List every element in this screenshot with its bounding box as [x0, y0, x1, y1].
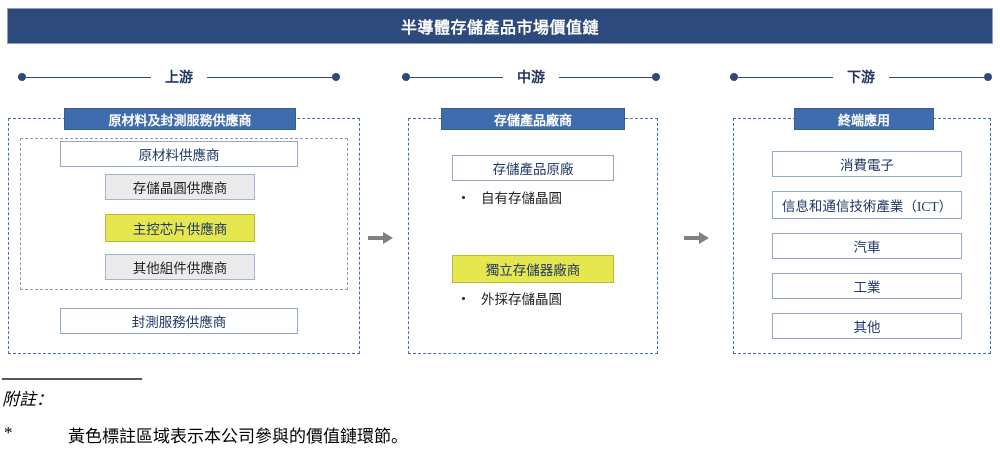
- section-header-downstream: 終端應用: [794, 108, 934, 130]
- box-application-consumer-electronics: 消費電子: [772, 151, 962, 177]
- stage-dot-left-icon: [402, 73, 410, 81]
- stage-line-right: [559, 76, 652, 78]
- section-header-upstream: 原材料及封測服務供應商: [64, 108, 296, 130]
- box-application-label: 工業: [853, 280, 881, 295]
- box-application-label: 其他: [853, 320, 881, 335]
- stage-marker-midstream: 中游: [402, 63, 660, 91]
- stage-dot-left-icon: [730, 73, 738, 81]
- stage-line-left: [410, 76, 503, 78]
- box-controller-ic-supplier: 主控芯片供應商: [105, 214, 255, 242]
- box-memory-oem-maker-label: 存儲產品原廠: [492, 162, 574, 177]
- stage-label-downstream: 下游: [847, 69, 875, 85]
- box-memory-wafer-supplier-label: 存儲晶圓供應商: [132, 181, 228, 196]
- stage-marker-upstream: 上游: [18, 63, 340, 91]
- bullet-sourced-wafer-label: 外採存儲晶圓: [481, 292, 562, 307]
- box-application-label: 消費電子: [840, 158, 894, 173]
- section-header-downstream-label: 終端應用: [837, 112, 890, 128]
- box-independent-memory-maker: 獨立存儲器廠商: [452, 255, 614, 283]
- section-header-upstream-label: 原材料及封測服務供應商: [108, 112, 252, 128]
- box-memory-oem-maker: 存儲產品原廠: [452, 155, 614, 181]
- footnote-marker: *: [4, 423, 13, 442]
- box-application-industrial: 工業: [772, 273, 962, 299]
- box-controller-ic-supplier-label: 主控芯片供應商: [132, 222, 228, 237]
- arrow-right-icon: [368, 232, 393, 244]
- box-raw-material-supplier-label: 原材料供應商: [138, 148, 220, 163]
- chart-title-bar: 半導體存儲產品市場價值鏈: [7, 8, 993, 44]
- upstream-material-group: [20, 138, 348, 290]
- bullet-dot-icon: [462, 296, 465, 300]
- box-application-automotive: 汽車: [772, 233, 962, 259]
- footnote-divider: [2, 378, 142, 380]
- bullet-own-wafer: 自有存儲晶圓: [452, 187, 562, 207]
- footnote-text: 黃色標註區域表示本公司參與的價值鏈環節。: [68, 427, 408, 446]
- box-memory-wafer-supplier: 存儲晶圓供應商: [105, 174, 255, 200]
- section-header-midstream: 存儲產品廠商: [441, 108, 625, 130]
- bullet-sourced-wafer: 外採存儲晶圓: [452, 288, 562, 308]
- box-application-label: 信息和通信技術產業（ICT）: [781, 199, 953, 214]
- stage-line-left: [738, 76, 833, 78]
- bullet-own-wafer-label: 自有存儲晶圓: [481, 191, 562, 206]
- stage-label-upstream: 上游: [165, 69, 193, 85]
- stage-dot-left-icon: [18, 73, 26, 81]
- stage-marker-downstream: 下游: [730, 63, 992, 91]
- stage-dot-right-icon: [984, 73, 992, 81]
- arrow-right-icon: [684, 232, 709, 244]
- footnote-heading: 附註：: [2, 390, 53, 409]
- stage-label-midstream: 中游: [517, 69, 545, 85]
- stage-dot-right-icon: [332, 73, 340, 81]
- box-application-ict: 信息和通信技術產業（ICT）: [772, 191, 962, 219]
- box-application-other: 其他: [772, 313, 962, 339]
- box-application-label: 汽車: [853, 240, 881, 255]
- box-other-component-supplier: 其他組件供應商: [105, 254, 255, 280]
- panel-midstream: [408, 118, 658, 354]
- box-packaging-test-supplier: 封測服務供應商: [60, 308, 298, 334]
- bullet-dot-icon: [462, 195, 465, 199]
- stage-line-left: [26, 76, 151, 78]
- box-independent-memory-maker-label: 獨立存儲器廠商: [485, 263, 581, 278]
- section-header-midstream-label: 存儲產品廠商: [493, 112, 572, 128]
- stage-line-right: [207, 76, 332, 78]
- stage-dot-right-icon: [652, 73, 660, 81]
- stage-line-right: [889, 76, 984, 78]
- box-packaging-test-supplier-label: 封測服務供應商: [131, 315, 227, 330]
- box-raw-material-supplier: 原材料供應商: [60, 141, 298, 167]
- box-other-component-supplier-label: 其他組件供應商: [132, 261, 228, 276]
- page-title: 半導體存儲產品市場價值鏈: [400, 20, 599, 37]
